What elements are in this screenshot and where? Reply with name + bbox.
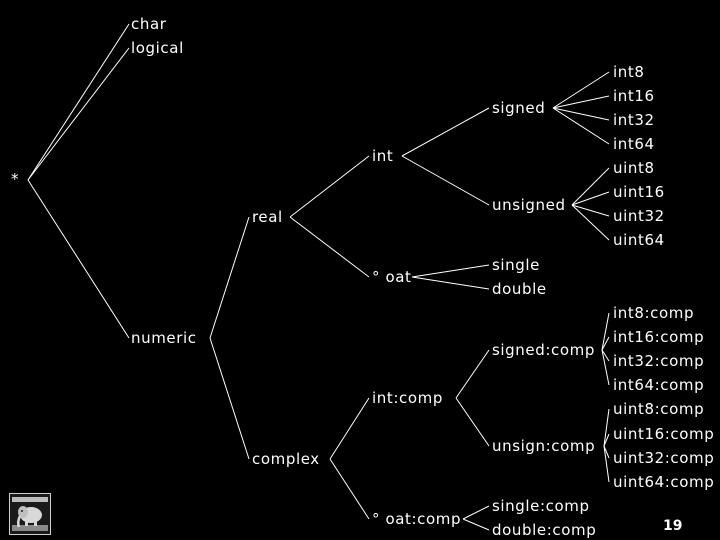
node-int32: int32 xyxy=(613,111,655,129)
node-float: ° oat xyxy=(372,268,412,286)
edge-unsigncomp-uint64comp xyxy=(603,445,610,483)
edge-float-double xyxy=(411,276,490,290)
node-uint8: uint8 xyxy=(613,159,655,177)
edge-unsigncomp-uint16comp xyxy=(603,433,610,447)
node-single-comp: single:comp xyxy=(492,497,590,515)
edge-complex-intcomp xyxy=(329,397,370,460)
node-signed-comp: signed:comp xyxy=(492,341,595,359)
edge-unsigncomp-uint32comp xyxy=(603,445,610,459)
elephant-icon xyxy=(12,497,48,531)
edge-signed-int64 xyxy=(552,107,610,145)
node-int16-comp: int16:comp xyxy=(613,328,704,346)
edge-real-int xyxy=(289,155,370,218)
node-real: real xyxy=(252,208,283,226)
node-single: single xyxy=(492,256,540,274)
edge-unsigned-uint8 xyxy=(571,167,610,206)
node-unsigned: unsigned xyxy=(492,196,566,214)
edge-unsigned-uint16 xyxy=(571,191,610,206)
edge-complex-floatcomp xyxy=(329,458,370,520)
edge-signedcomp-int32comp xyxy=(601,349,610,362)
node-uint32: uint32 xyxy=(613,207,665,225)
edge-root-numeric xyxy=(27,179,130,339)
edge-intcomp-signedcomp xyxy=(455,349,490,399)
node-int8: int8 xyxy=(613,63,645,81)
node-signed: signed xyxy=(492,99,545,117)
edge-signed-int16 xyxy=(552,95,610,109)
node-int64-comp: int64:comp xyxy=(613,376,704,394)
edge-numeric-real xyxy=(209,216,250,339)
node-uint16-comp: uint16:comp xyxy=(613,425,714,443)
edge-signedcomp-int64comp xyxy=(601,349,610,386)
node-complex: complex xyxy=(252,450,320,468)
node-uint32-comp: uint32:comp xyxy=(613,449,714,467)
edge-unsigncomp-uint8comp xyxy=(603,408,610,447)
node-int-comp: int:comp xyxy=(372,389,443,407)
node-int8-comp: int8:comp xyxy=(613,304,694,322)
page-number: 19 xyxy=(663,518,682,534)
edge-floatcomp-singlecomp xyxy=(462,505,490,520)
edge-unsigned-uint32 xyxy=(571,204,610,217)
edge-signed-int8 xyxy=(552,71,610,109)
node-root: * xyxy=(11,170,19,188)
node-float-comp: ° oat:comp xyxy=(372,510,461,528)
edge-real-float xyxy=(289,216,370,278)
edge-root-char xyxy=(27,23,130,181)
node-int32-comp: int32:comp xyxy=(613,352,704,370)
elephant-logo-icon xyxy=(9,493,51,535)
edge-signedcomp-int8comp xyxy=(601,312,610,351)
node-numeric: numeric xyxy=(131,329,197,347)
edge-int-unsigned xyxy=(401,155,490,206)
tree-labels: * char logical numeric real complex int … xyxy=(11,15,714,539)
node-uint64-comp: uint64:comp xyxy=(613,473,714,491)
node-double: double xyxy=(492,280,547,298)
node-uint16: uint16 xyxy=(613,183,665,201)
node-int16: int16 xyxy=(613,87,655,105)
edge-intcomp-unsigncomp xyxy=(455,397,490,447)
tree-edges xyxy=(27,23,610,531)
edge-root-logical xyxy=(27,47,130,181)
edge-numeric-complex xyxy=(209,337,250,460)
node-uint8-comp: uint8:comp xyxy=(613,400,704,418)
node-double-comp: double:comp xyxy=(492,521,596,539)
node-unsign-comp: unsign:comp xyxy=(492,437,595,455)
node-char: char xyxy=(131,15,167,33)
edge-int-signed xyxy=(401,107,490,157)
node-int: int xyxy=(372,147,393,165)
node-uint64: uint64 xyxy=(613,231,665,249)
edge-unsigned-uint64 xyxy=(571,204,610,241)
edge-float-single xyxy=(411,264,490,278)
edge-signed-int32 xyxy=(552,107,610,121)
node-int64: int64 xyxy=(613,135,655,153)
edge-floatcomp-doublecomp xyxy=(462,518,490,531)
node-logical: logical xyxy=(131,39,184,57)
edge-signedcomp-int16comp xyxy=(601,336,610,351)
